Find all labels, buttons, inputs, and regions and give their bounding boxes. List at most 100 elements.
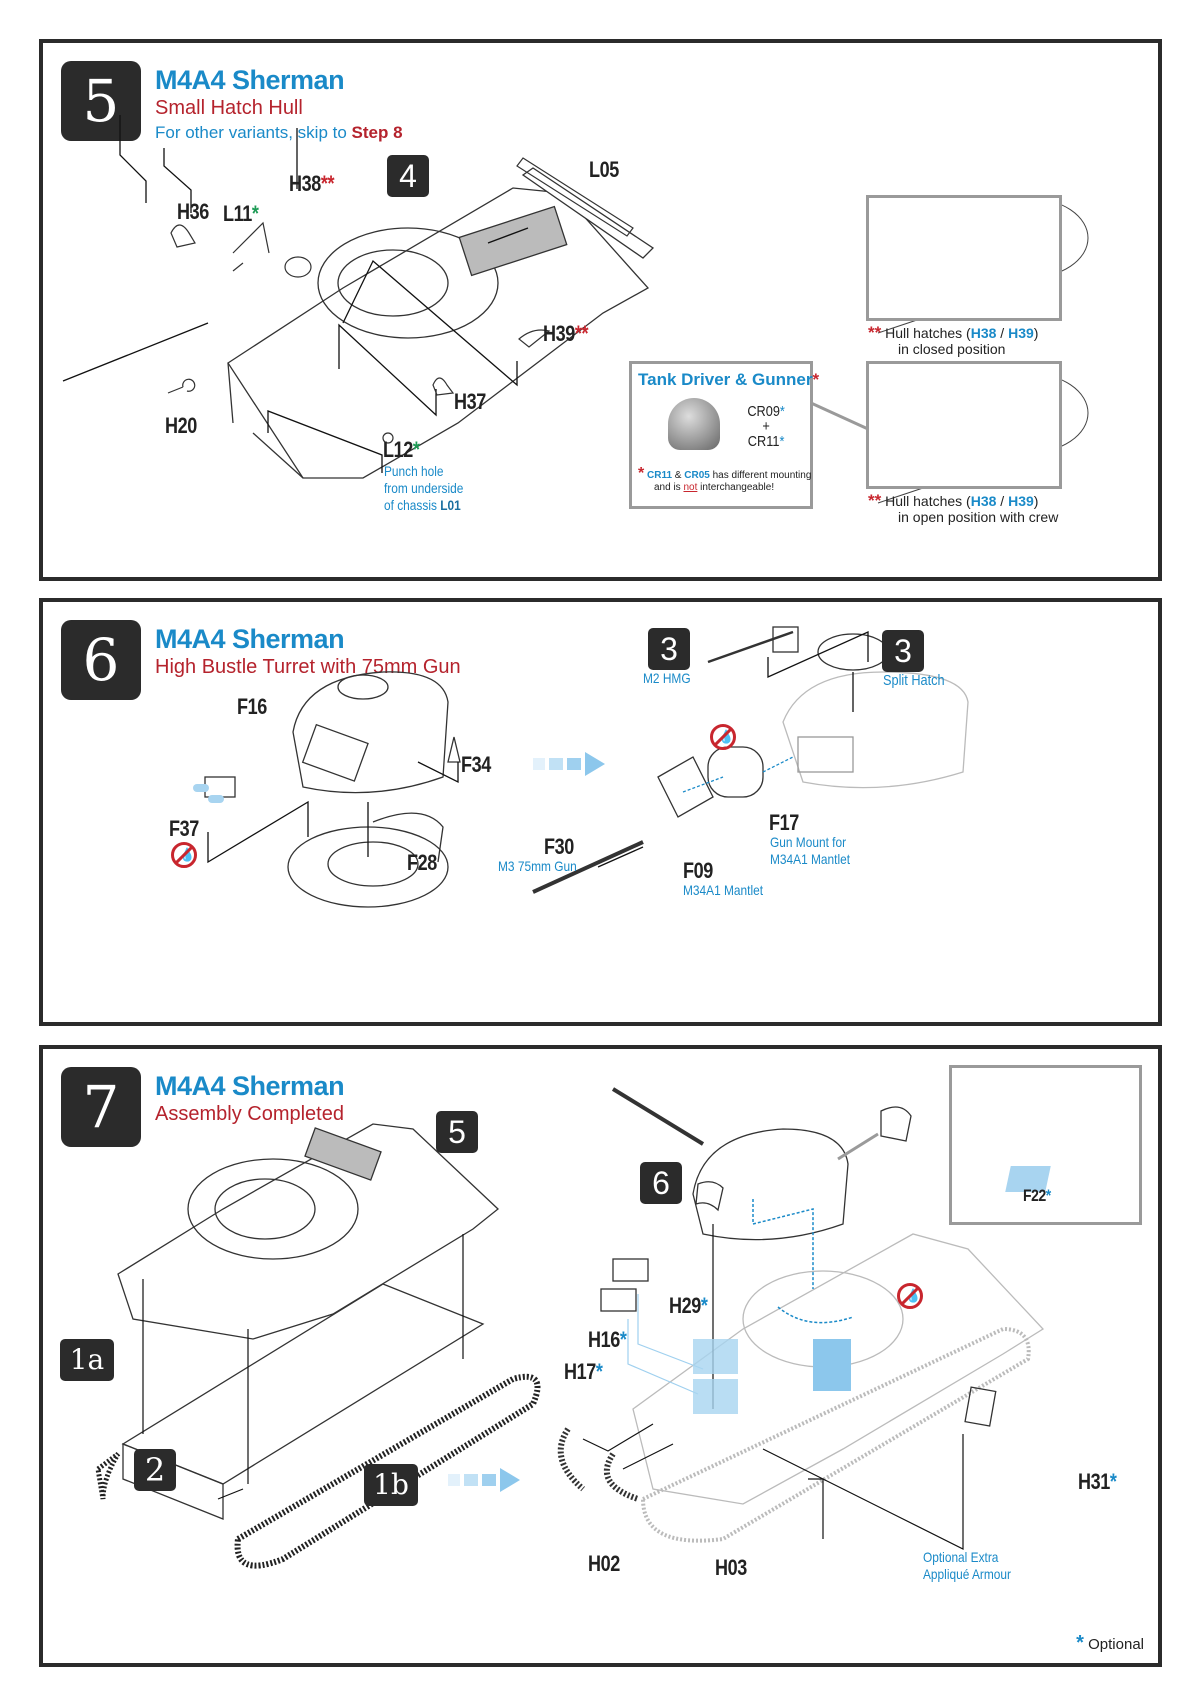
ref-step-5-badge: 5: [436, 1111, 478, 1153]
warning-line2-prefix: and is: [654, 482, 684, 493]
crew-figure-image: [668, 398, 720, 450]
warning-text: has different mounting: [709, 470, 812, 481]
turret-f16-sketch: [292, 671, 449, 794]
note-text: of chassis: [384, 497, 441, 513]
caption-part-h38: H38: [970, 493, 997, 509]
part-l11-sketch: [232, 221, 270, 272]
side-armour-highlight: [813, 1339, 851, 1391]
step-5-panel: 5 M4A4 Sherman Small Hatch Hull For othe…: [39, 39, 1162, 581]
inset-hatches-closed: [866, 195, 1062, 321]
lower-hull-sketch: [121, 1283, 485, 1485]
blue-star-icon: *: [619, 1327, 627, 1352]
part-label-l12: L12*: [383, 437, 420, 463]
part-h38-sketch: [284, 256, 312, 278]
ref-step-6-badge: 6: [640, 1162, 682, 1204]
no-glue-icon: 💧: [171, 842, 197, 868]
part-h37-sketch: [432, 377, 455, 396]
part-h02-sketch: [557, 1427, 585, 1492]
h38-text: H38: [289, 171, 321, 196]
no-glue-icon: 💧: [710, 724, 736, 750]
part-label-f34: F34: [461, 752, 491, 777]
part-h17-sketch: [600, 1288, 637, 1312]
part-label-f37: F37: [169, 816, 199, 841]
warning-emphasis: not: [683, 482, 698, 493]
step-title: M4A4 Sherman: [155, 624, 345, 654]
crew-callout-title: Tank Driver & Gunner*: [638, 370, 819, 390]
h39-text: H39: [543, 321, 575, 346]
caption-part-h38: H38: [970, 325, 997, 341]
step-number-badge: 6: [61, 620, 141, 700]
part-label-f28: F28: [407, 850, 437, 875]
note-line: M34A1 Mantlet: [770, 851, 851, 867]
blue-star-icon: *: [1045, 1186, 1051, 1205]
caption-part-h39: H39: [1008, 325, 1034, 341]
skip-note: For other variants, skip to Step 8: [155, 123, 403, 143]
ref-step-2-badge: 2: [134, 1449, 176, 1491]
step-subtitle: Assembly Completed: [155, 1103, 344, 1125]
part-label-h03: H03: [715, 1555, 747, 1580]
f22-text: F22: [1023, 1186, 1046, 1205]
part-label-h02: H02: [588, 1551, 620, 1576]
blue-star-icon: *: [1076, 1632, 1084, 1654]
part-label-h36: H36: [177, 199, 209, 224]
blue-star-icon: *: [779, 403, 785, 420]
part-label-h29: H29*: [669, 1293, 708, 1319]
plus-sign: +: [762, 418, 770, 435]
part-label-h37: H37: [454, 389, 486, 414]
step-6-panel: 6 M4A4 Sherman High Bustle Turret with 7…: [39, 598, 1162, 1026]
warning-line2-suffix: interchangeable!: [697, 482, 775, 493]
l12-text: L12: [383, 437, 413, 462]
applique-highlight: [693, 1379, 738, 1414]
caption-suffix: ): [1033, 325, 1039, 341]
part-h03-sketch: [603, 1452, 639, 1502]
hull-outline: [227, 187, 650, 479]
caption-line2: in open position with crew: [898, 509, 1059, 525]
h17-text: H17: [564, 1359, 596, 1384]
part-label-h39: H39**: [543, 321, 589, 347]
h16-text: H16: [588, 1327, 620, 1352]
step-title: M4A4 Sherman: [155, 65, 345, 95]
part-label-h16: H16*: [588, 1327, 627, 1353]
crew-part-b: CR11*: [747, 434, 785, 449]
turret-illustration: [193, 626, 969, 908]
caption-sep: /: [996, 493, 1009, 509]
ref-step-4-badge: 4: [387, 155, 429, 197]
note-line: Appliqué Armour: [923, 1566, 1011, 1582]
part-h31-sketch: [964, 1386, 997, 1427]
warning-amp: &: [672, 470, 685, 481]
inset-f22: [949, 1065, 1142, 1225]
red-double-star-icon: **: [868, 323, 882, 342]
part-label-f17: F17: [769, 810, 799, 835]
part-l12-sketch: [382, 432, 394, 444]
green-star-icon: *: [412, 437, 420, 462]
applique-armour-note: Optional Extra Appliqué Armour: [923, 1549, 1011, 1583]
part-h36-sketch: [170, 224, 196, 248]
red-star-icon: *: [638, 465, 645, 482]
note-part-ref: L01: [440, 497, 461, 513]
ref-step-1a-badge: 1a: [60, 1339, 114, 1381]
note-line: Optional Extra: [923, 1549, 999, 1565]
part-label-h17: H17*: [564, 1359, 603, 1385]
step-7-panel: 7 M4A4 Sherman Assembly Completed: [39, 1045, 1162, 1667]
red-double-star-icon: **: [320, 171, 335, 196]
crew-parts: CR09* + CR11*: [747, 404, 785, 449]
part-label-f16: F16: [237, 694, 267, 719]
caption-hatches-open: ** Hull hatches (H38 / H39) in open posi…: [868, 492, 1059, 525]
blue-star-icon: *: [1109, 1469, 1117, 1494]
cr09-text: CR09: [747, 403, 780, 420]
part-f37-sketch: [204, 776, 236, 798]
flow-arrow-icon: [448, 1468, 520, 1492]
part-f22-sketch: [880, 1106, 912, 1142]
l12-punch-note: Punch hole from underside of chassis L01: [384, 463, 463, 514]
part-label-h20: H20: [165, 413, 197, 438]
step-number-badge: 5: [61, 61, 141, 141]
skip-note-text: For other variants, skip to: [155, 123, 352, 142]
part-f09-sketch: [657, 756, 714, 818]
legend-label: Optional: [1088, 1636, 1144, 1653]
skip-note-step-link[interactable]: Step 8: [351, 123, 403, 142]
blue-star-icon: *: [595, 1359, 603, 1384]
step-number-badge: 7: [61, 1067, 141, 1147]
no-glue-icon: 💧: [897, 1283, 923, 1309]
turret-sketch: [692, 1128, 849, 1241]
ref-hmg-label: M2 HMG: [643, 670, 691, 686]
